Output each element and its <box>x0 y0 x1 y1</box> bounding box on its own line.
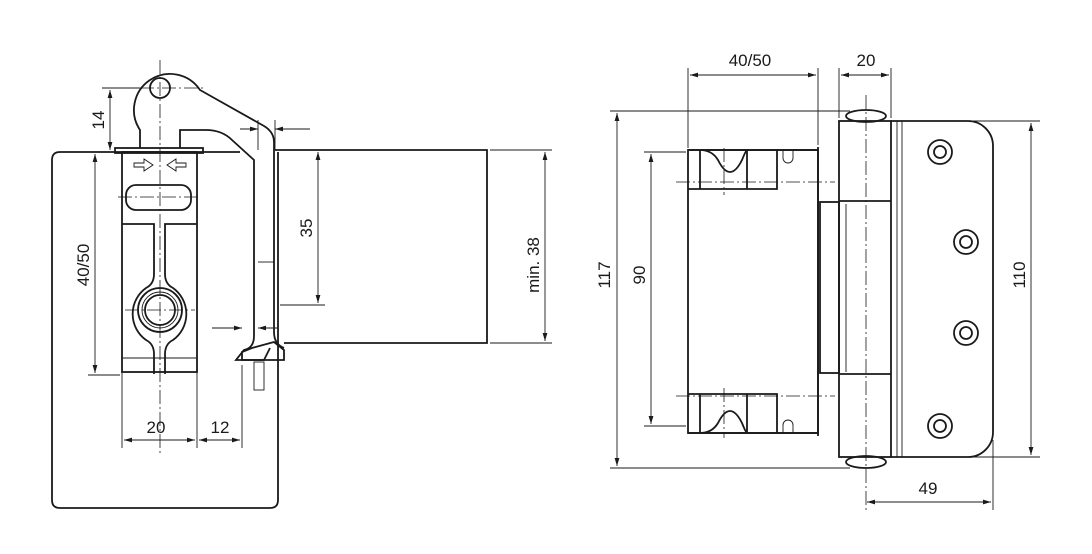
dim-12: 12 <box>211 418 230 437</box>
screw-hole-icon <box>927 413 953 439</box>
side-view: 14 40/50 35 min. 38 20 12 <box>51 60 552 509</box>
door-part-outline <box>687 149 819 434</box>
frame-leaf <box>891 120 994 458</box>
dim-40-50-front: 40/50 <box>729 51 772 70</box>
connector <box>819 201 840 374</box>
dim-14: 14 <box>89 111 108 130</box>
bottom-fixing-block <box>688 393 818 434</box>
dim-49: 49 <box>919 479 938 498</box>
catch-screw <box>253 361 265 391</box>
dim-90: 90 <box>630 266 649 285</box>
screw-hole-icon <box>927 139 953 165</box>
frame-section <box>275 149 488 344</box>
screw-hole-icon <box>953 320 979 346</box>
screw-hole-icon <box>953 229 979 255</box>
dim-35: 35 <box>297 219 316 238</box>
frame-knuckle <box>838 120 892 458</box>
dim-min-38: min. 38 <box>524 237 543 293</box>
dim-40-50-side: 40/50 <box>74 244 93 287</box>
dim-20-side: 20 <box>147 418 166 437</box>
hinge-body <box>121 151 198 373</box>
dim-117: 117 <box>595 261 614 288</box>
screw-holes <box>927 139 979 439</box>
screw-boss <box>122 223 197 374</box>
frame-catch <box>241 341 285 361</box>
knuckle-arm <box>133 73 285 361</box>
top-fixing-block <box>688 149 818 190</box>
slot <box>125 184 192 211</box>
dim-110: 110 <box>1010 261 1029 288</box>
hinge-top-plate <box>114 147 204 154</box>
dim-20-front: 20 <box>857 51 876 70</box>
front-view: 40/50 20 117 90 110 49 <box>595 51 1040 510</box>
adjust-arrows-icon <box>133 158 187 172</box>
door-section <box>51 151 279 509</box>
